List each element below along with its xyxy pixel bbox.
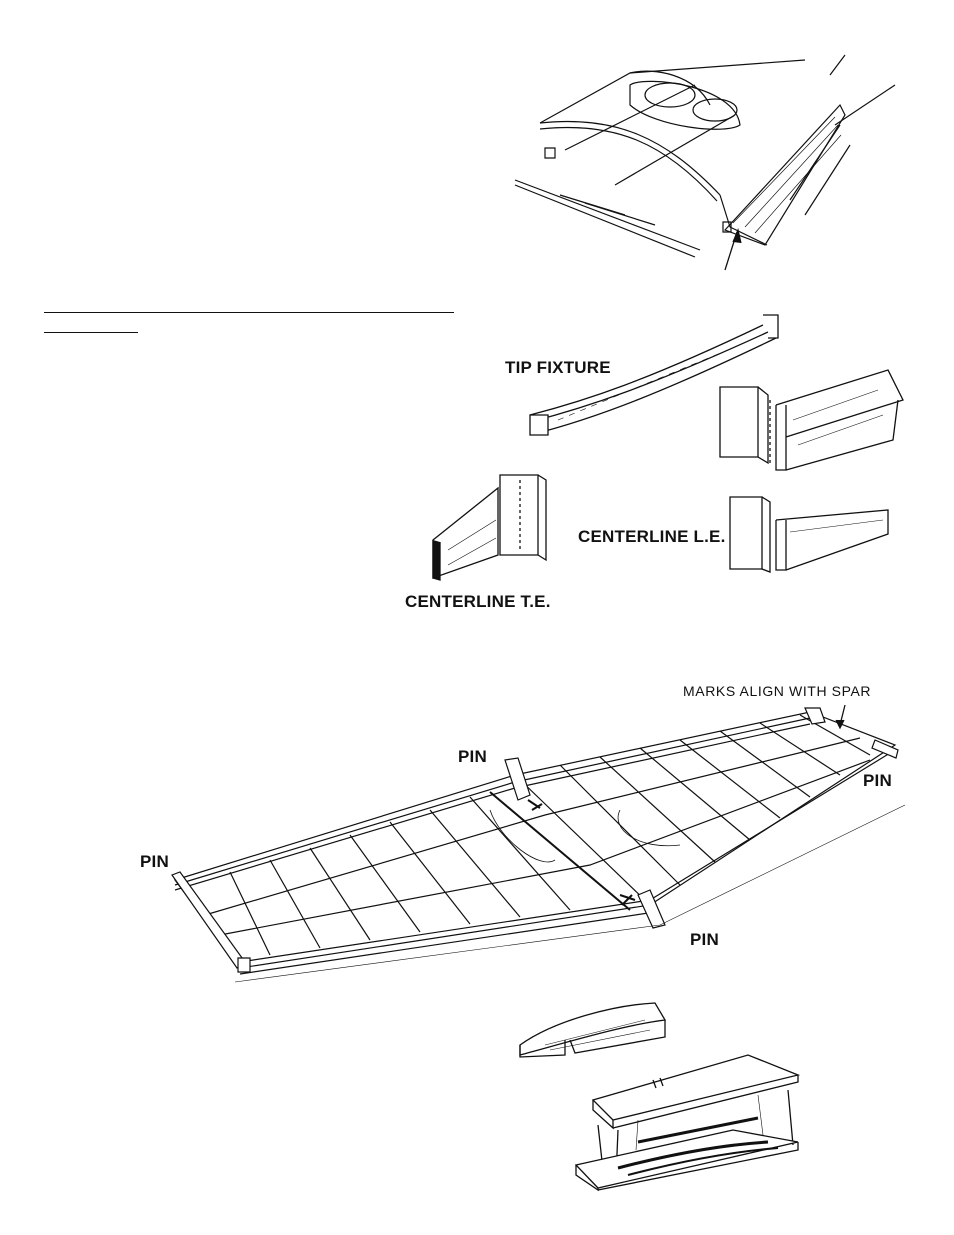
pin-label-top: PIN [458,747,487,766]
centerline-le-illustration [728,492,893,574]
centerline-te-illustration [428,470,558,585]
fuselage-side-part-illustration [515,995,675,1065]
marks-align-with-spar-label: MARKS ALIGN WITH SPAR [683,683,872,699]
wing-root-sheeting-illustration [505,45,905,270]
tip-fixture-label: TIP FIXTURE [505,358,611,377]
text-underline-rule-short [44,332,138,333]
pin-label-bottom: PIN [690,930,719,949]
le-block-pair-illustration [718,365,908,475]
text-underline-rule [44,312,454,313]
wing-panel-illustration [160,700,905,995]
tip-fixture-illustration [528,310,788,440]
centerline-te-label: CENTERLINE T.E. [405,592,551,611]
centerline-le-label: CENTERLINE L.E. [578,527,726,546]
fuselage-crutch-assembly-illustration [568,1050,808,1190]
pin-label-right: PIN [863,771,892,790]
pin-label-left: PIN [140,852,169,871]
